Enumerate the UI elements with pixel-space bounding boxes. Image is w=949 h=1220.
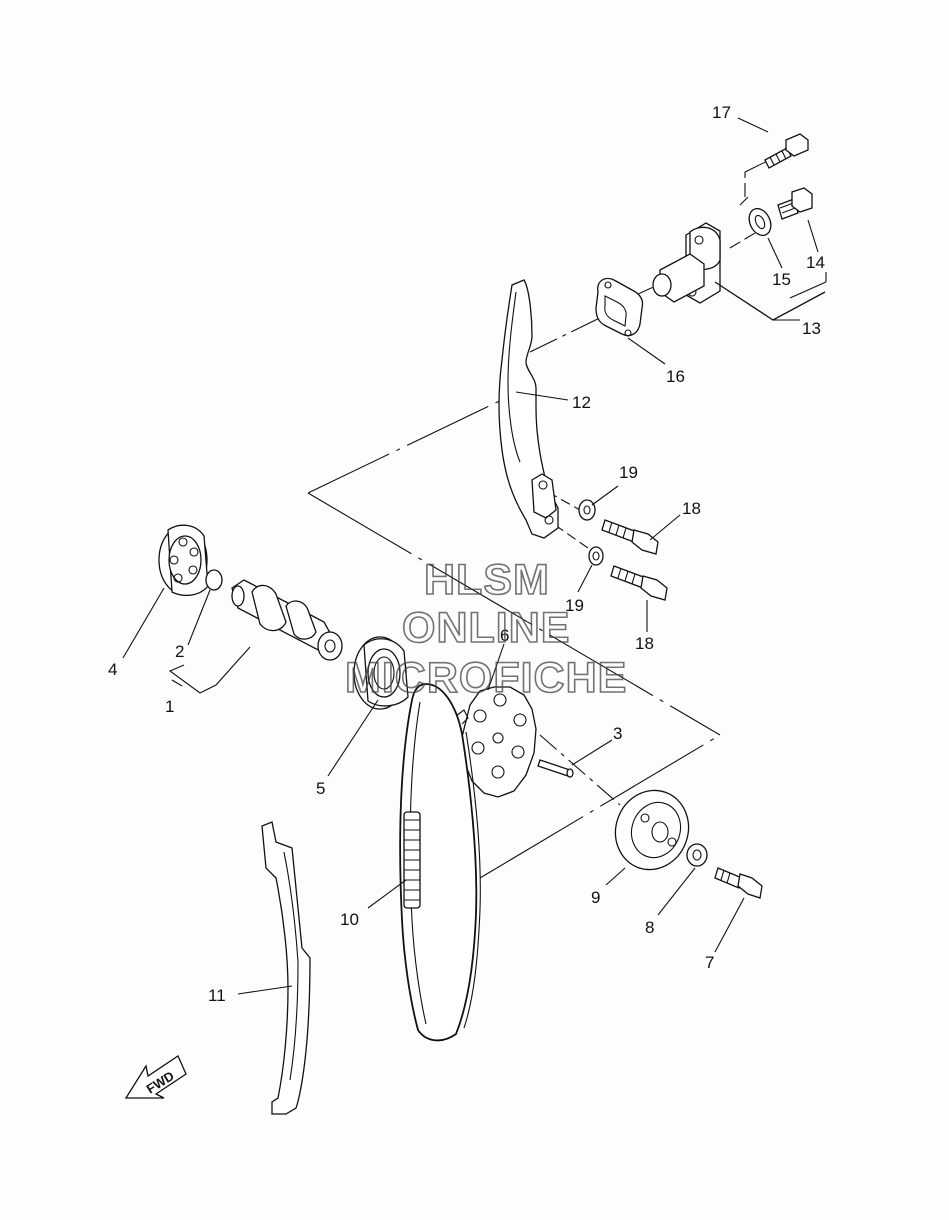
label-16: 16 <box>666 367 685 386</box>
part-9-plate <box>614 789 690 871</box>
label-19-top: 19 <box>619 463 638 482</box>
part-8-washer <box>686 843 708 867</box>
label-3: 3 <box>613 724 622 743</box>
part-18-bolts <box>601 519 668 601</box>
watermark: HLSM ONLINE MICROFICHE <box>344 555 627 703</box>
label-2: 2 <box>175 642 184 661</box>
label-7: 7 <box>705 953 714 972</box>
label-13: 13 <box>802 319 821 338</box>
part-15-washer <box>748 207 772 237</box>
label-10: 10 <box>340 910 359 929</box>
label-4: 4 <box>108 660 117 679</box>
watermark-line-2: ONLINE <box>402 604 570 652</box>
label-5: 5 <box>316 779 325 798</box>
label-12: 12 <box>572 393 591 412</box>
part-7-bolt <box>714 867 763 899</box>
leader-lines <box>122 117 827 995</box>
watermark-line-1: HLSM <box>424 556 550 604</box>
label-15: 15 <box>772 270 791 289</box>
label-17: 17 <box>712 103 731 122</box>
part-labels: 17 14 15 13 16 12 19 18 19 18 4 2 1 5 6 … <box>108 103 825 1005</box>
label-9: 9 <box>591 888 600 907</box>
label-19-bottom: 19 <box>565 596 584 615</box>
label-18-bottom: 18 <box>635 634 654 653</box>
label-8: 8 <box>645 918 654 937</box>
reference-lines <box>307 149 791 879</box>
label-18-top: 18 <box>682 499 701 518</box>
part-17-bolt <box>764 133 809 169</box>
part-11-chain-guide <box>261 821 311 1115</box>
part-16-gasket <box>595 277 644 337</box>
label-1: 1 <box>165 697 174 716</box>
label-14: 14 <box>806 253 825 272</box>
part-14-bolt <box>777 187 813 220</box>
label-11: 11 <box>208 986 226 1005</box>
part-4-bearing <box>158 524 209 597</box>
fwd-arrow-icon: FWD <box>124 1055 187 1099</box>
part-3-pin <box>537 759 574 778</box>
watermark-line-3: MICROFICHE <box>345 654 627 702</box>
part-13-tensioner <box>652 222 826 321</box>
part-12-chain-guide <box>498 279 559 539</box>
label-6: 6 <box>500 626 509 645</box>
part-5-bearing <box>353 636 409 710</box>
part-2-o-ring <box>205 569 223 591</box>
part-10-chain <box>399 683 481 1042</box>
part-1-camshaft <box>231 579 343 661</box>
part-19-washers <box>578 499 604 566</box>
